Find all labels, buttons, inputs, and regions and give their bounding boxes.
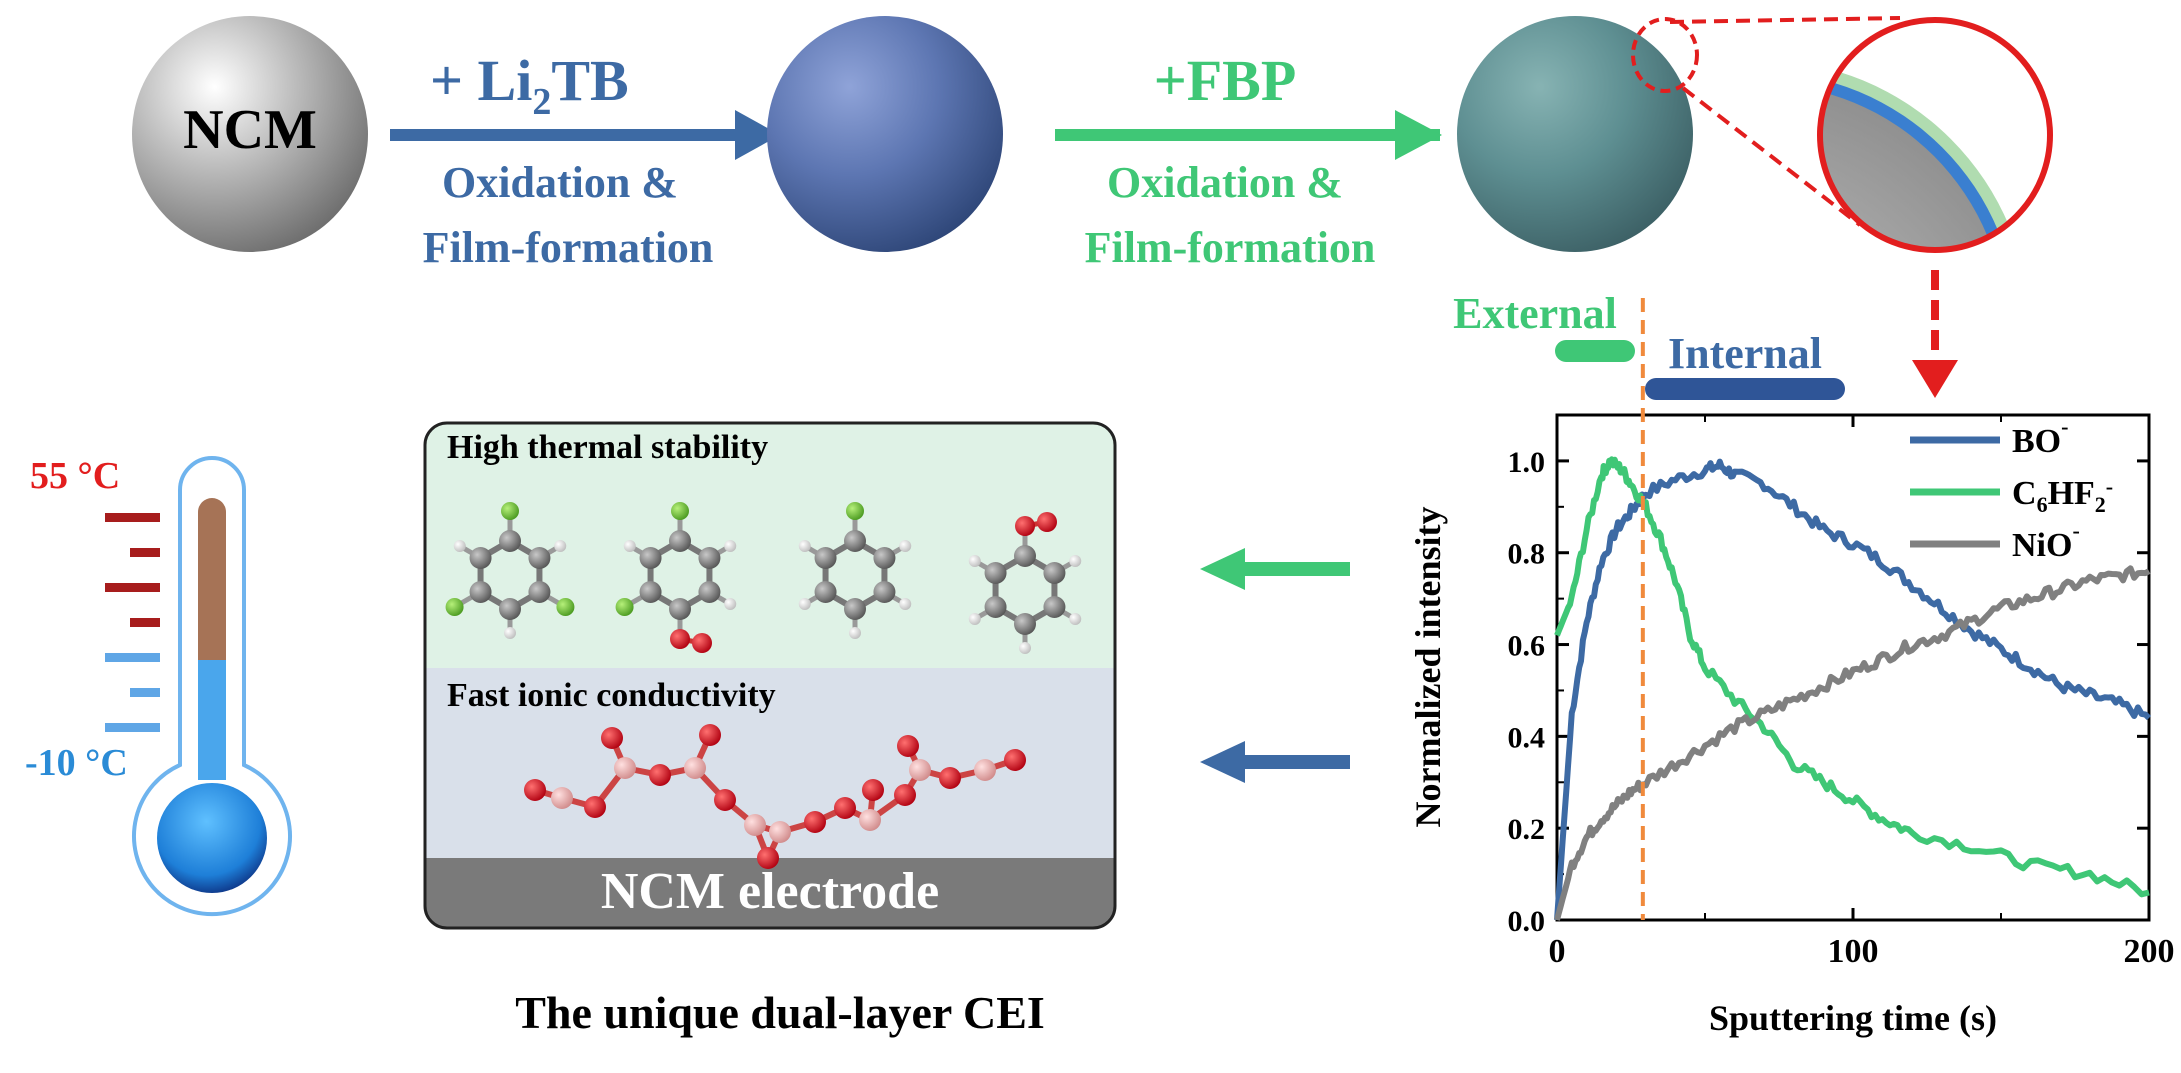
y-tick-label: 1.0: [1508, 446, 1546, 479]
ncm-label: NCM: [183, 99, 317, 161]
step2-line1: Oxidation &: [1107, 158, 1343, 207]
internal-label: Internal: [1668, 329, 1822, 378]
series-line-2: [1554, 565, 2151, 921]
layer-labels: External Internal: [1453, 289, 1845, 400]
thermometer: 55 °C -10 °C: [25, 455, 292, 917]
dual-coated-particle: [1457, 16, 1693, 252]
y-axis-label: Normalized intensity: [1408, 507, 1448, 828]
step2-additive: +FBP: [1154, 48, 1297, 113]
series-line-0: [1554, 458, 2152, 921]
molecule-trifluorobenzene: [445, 502, 575, 639]
molecule-fluorophenoxy: [615, 502, 737, 653]
molecule-phenoxy: [968, 512, 1082, 654]
x-tick-label: 200: [2124, 933, 2175, 970]
step1-additive: + Li2TB: [430, 48, 629, 123]
y-tick-label: 0.2: [1508, 813, 1546, 846]
molecule-borate-chain: [524, 724, 1026, 869]
step2-line2: Film-formation: [1085, 223, 1376, 272]
panel-top-section: [425, 423, 1115, 668]
caption: The unique dual-layer CEI: [515, 987, 1045, 1038]
legend-label: C6HF2-: [2012, 474, 2113, 517]
temp-low-label: -10 °C: [25, 742, 128, 784]
zoom-source-ellipse: [1631, 17, 1699, 93]
y-tick-label: 0.0: [1508, 905, 1546, 938]
step1-arrow: [390, 110, 780, 160]
zoom-down-arrowhead: [1912, 360, 1958, 398]
y-tick-label: 0.4: [1508, 721, 1546, 754]
temp-high-label: 55 °C: [30, 455, 120, 497]
process-row: NCM + Li2TB Oxidation & Film-formation +…: [132, 16, 2053, 398]
step1-line2: Film-formation: [423, 223, 714, 272]
external-bar: [1555, 340, 1635, 362]
step2-arrow: [1055, 110, 1442, 160]
internal-bar: [1645, 378, 1845, 400]
li2tb-coated-particle: [767, 16, 1003, 252]
series-line-1: [1554, 456, 2150, 898]
legend-label: NiO-: [2012, 518, 2080, 564]
molecule-fluorobenzene: [798, 502, 912, 639]
x-tick-label: 0: [1549, 933, 1566, 970]
x-tick-label: 100: [1828, 933, 1879, 970]
chart-legend: BO- C6HF2-NiO-: [1910, 414, 2113, 564]
zoom-line-bottom: [1681, 86, 1862, 227]
x-axis-label: Sputtering time (s): [1709, 998, 1997, 1038]
blue-arrow-left: [1200, 741, 1350, 783]
y-tick-label: 0.8: [1508, 538, 1546, 571]
molecule-models: [445, 502, 1082, 869]
cei-panel: High thermal stability Fast ionic conduc…: [423, 421, 1117, 930]
green-arrow-left: [1200, 548, 1350, 590]
panel-bottom-section: [425, 858, 1115, 928]
step1-line1: Oxidation &: [442, 158, 678, 207]
panel-top-title: High thermal stability: [447, 429, 768, 466]
panel-bottom-label: NCM electrode: [601, 863, 939, 920]
ncm-particle: [132, 16, 368, 252]
panel-mid-title: Fast ionic conductivity: [447, 677, 776, 714]
legend-label: BO-: [2012, 414, 2068, 460]
external-label: External: [1453, 289, 1617, 338]
zoom-circle: [1817, 17, 2053, 253]
y-tick-label: 0.6: [1508, 630, 1546, 663]
zoom-line-top: [1669, 16, 1901, 24]
